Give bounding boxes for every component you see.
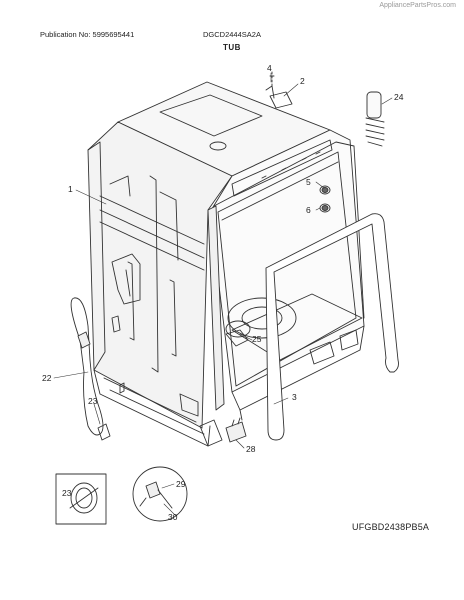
callout-6: 6 — [306, 205, 311, 215]
callout-30: 30 — [168, 512, 178, 522]
callout-5: 5 — [306, 177, 311, 187]
callout-2: 2 — [300, 76, 305, 86]
callout-1: 1 — [68, 184, 73, 194]
callout-labels: 1 2 3 4 5 6 22 23 24 25 28 23 29 30 — [42, 63, 404, 522]
callout-3: 3 — [292, 392, 297, 402]
callout-25: 25 — [252, 334, 262, 344]
top-bracket-part — [265, 71, 293, 109]
fitting-part — [97, 423, 111, 441]
part-28-switch — [225, 417, 247, 443]
part-23-box — [55, 473, 107, 525]
door-gasket — [265, 213, 399, 441]
callout-24: 24 — [394, 92, 404, 102]
tub-body — [87, 81, 331, 447]
drain-hose — [70, 297, 104, 436]
model-number: DGCD2444SA2A — [203, 30, 261, 39]
section-title: TUB — [223, 43, 241, 52]
callout-29: 29 — [176, 479, 186, 489]
callout-23-box: 23 — [62, 488, 72, 498]
callout-28: 28 — [246, 444, 256, 454]
fasteners-5-6 — [321, 187, 329, 211]
part-24-spring — [365, 91, 385, 147]
detail-circle — [132, 466, 188, 522]
callout-4: 4 — [267, 63, 272, 73]
publication-number: Publication No: 5995695441 — [40, 30, 135, 39]
callout-22: 22 — [42, 373, 52, 383]
diagram-code: UFGBD2438PB5A — [352, 522, 430, 532]
watermark: AppliancePartsPros.com — [379, 2, 456, 9]
leader-lines — [53, 72, 393, 517]
callout-23-hose: 23 — [88, 396, 98, 406]
